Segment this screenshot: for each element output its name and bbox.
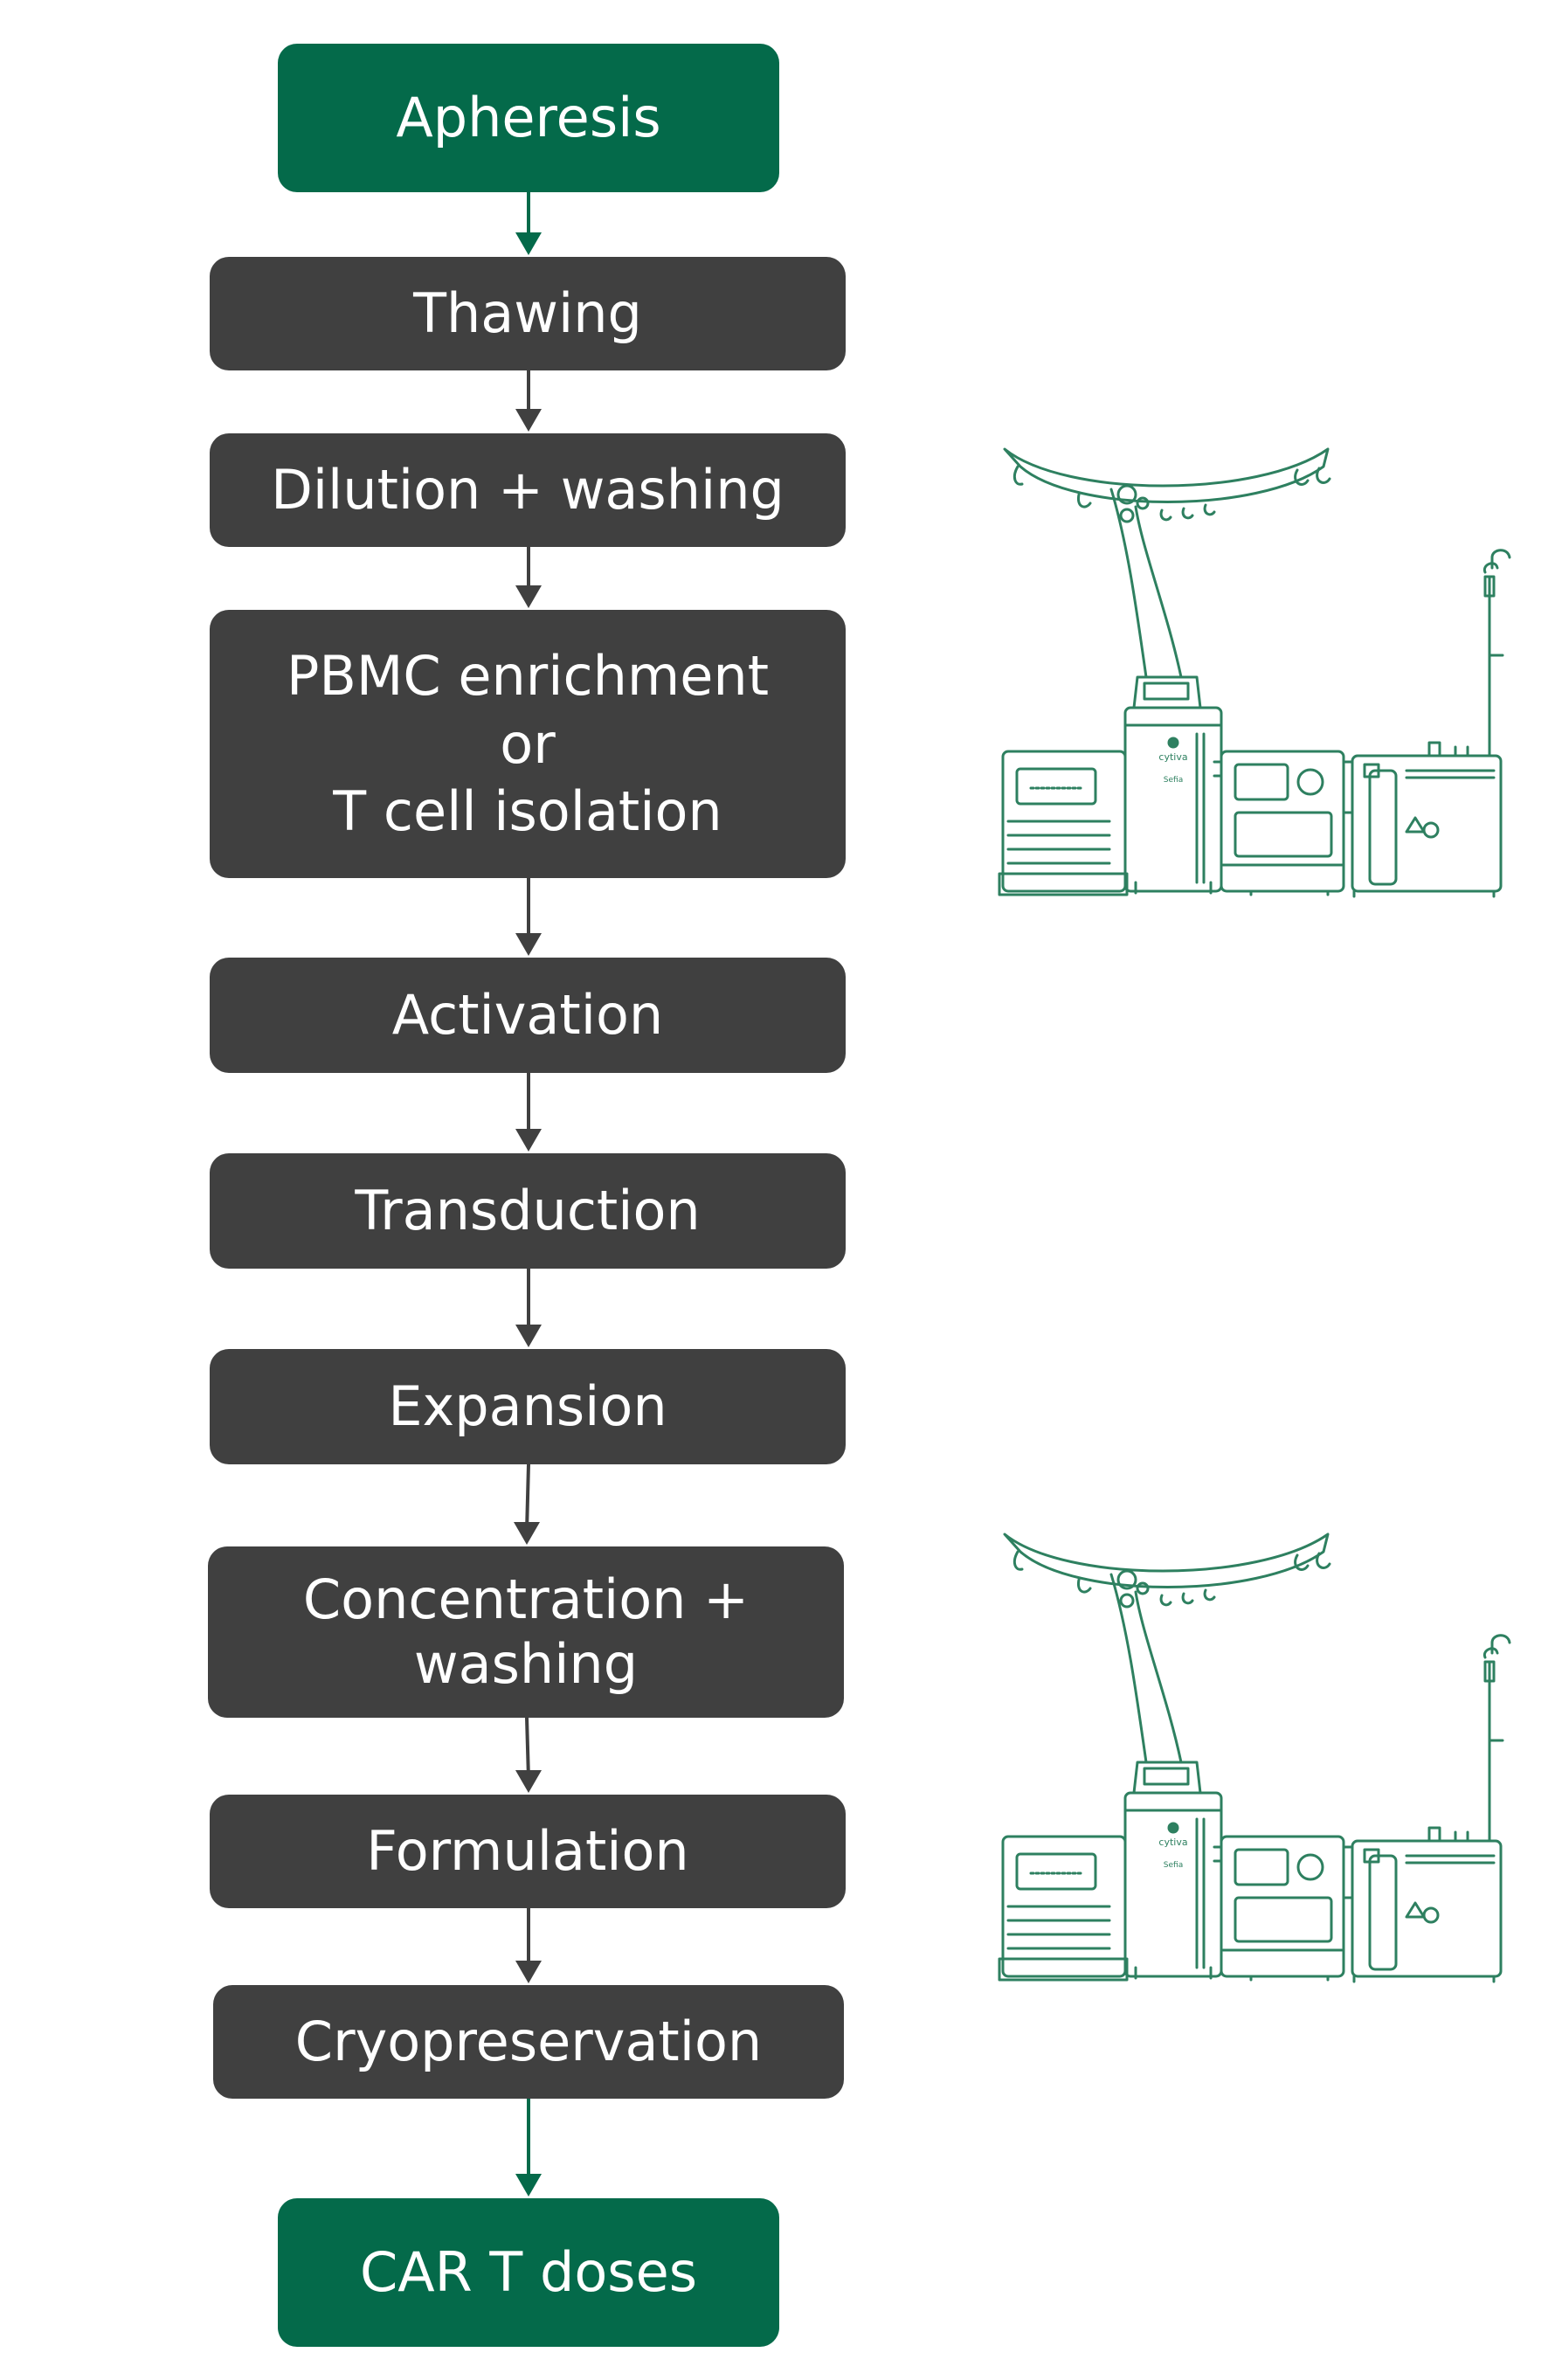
step-enrichment-isolation: PBMC enrichment or T cell isolation [210,610,846,878]
step-cryopreservation-label: Cryopreservation [294,2009,763,2073]
device-model-bottom: Sefia [1164,1861,1183,1870]
step-doses-label: CAR T doses [359,2239,698,2304]
step-apheresis-label: Apheresis [396,85,661,149]
step-expansion: Expansion [210,1349,846,1464]
step-activation-label: Activation [391,982,664,1047]
device-model-top: Sefia [1164,776,1183,785]
step-enrichment-label-1: PBMC enrichment [286,644,770,709]
step-apheresis: Apheresis [278,44,779,192]
step-enrichment-label-2: or [500,711,556,776]
sefia-device-illustration-bottom: cytiva Sefia [998,1532,1511,1983]
step-car-t-doses: CAR T doses [278,2198,779,2347]
step-thawing: Thawing [210,257,846,370]
step-formulation: Formulation [210,1795,846,1908]
step-enrichment-label-3: T cell isolation [333,779,722,844]
device-brand-top: cytiva [1158,751,1187,763]
arrow-concentration-formulation [525,1717,530,1780]
sefia-device-illustration-top: cytiva Sefia [998,447,1511,898]
step-concentration-label-1: Concentration + [302,1567,750,1631]
step-thawing-label: Thawing [413,280,642,345]
step-dilution-washing: Dilution + washing [210,433,846,547]
step-activation: Activation [210,958,846,1073]
device-brand-bottom: cytiva [1158,1837,1187,1848]
step-cryopreservation: Cryopreservation [213,1985,844,2099]
step-formulation-label: Formulation [366,1818,689,1883]
step-concentration-washing: Concentration + washing [208,1546,844,1718]
step-transduction: Transduction [210,1153,846,1269]
step-dilution-label: Dilution + washing [271,457,784,522]
arrow-expansion-concentration [525,1463,530,1532]
step-concentration-label-2: washing [413,1632,639,1696]
step-transduction-label: Transduction [355,1178,701,1242]
step-expansion-label: Expansion [388,1373,667,1438]
